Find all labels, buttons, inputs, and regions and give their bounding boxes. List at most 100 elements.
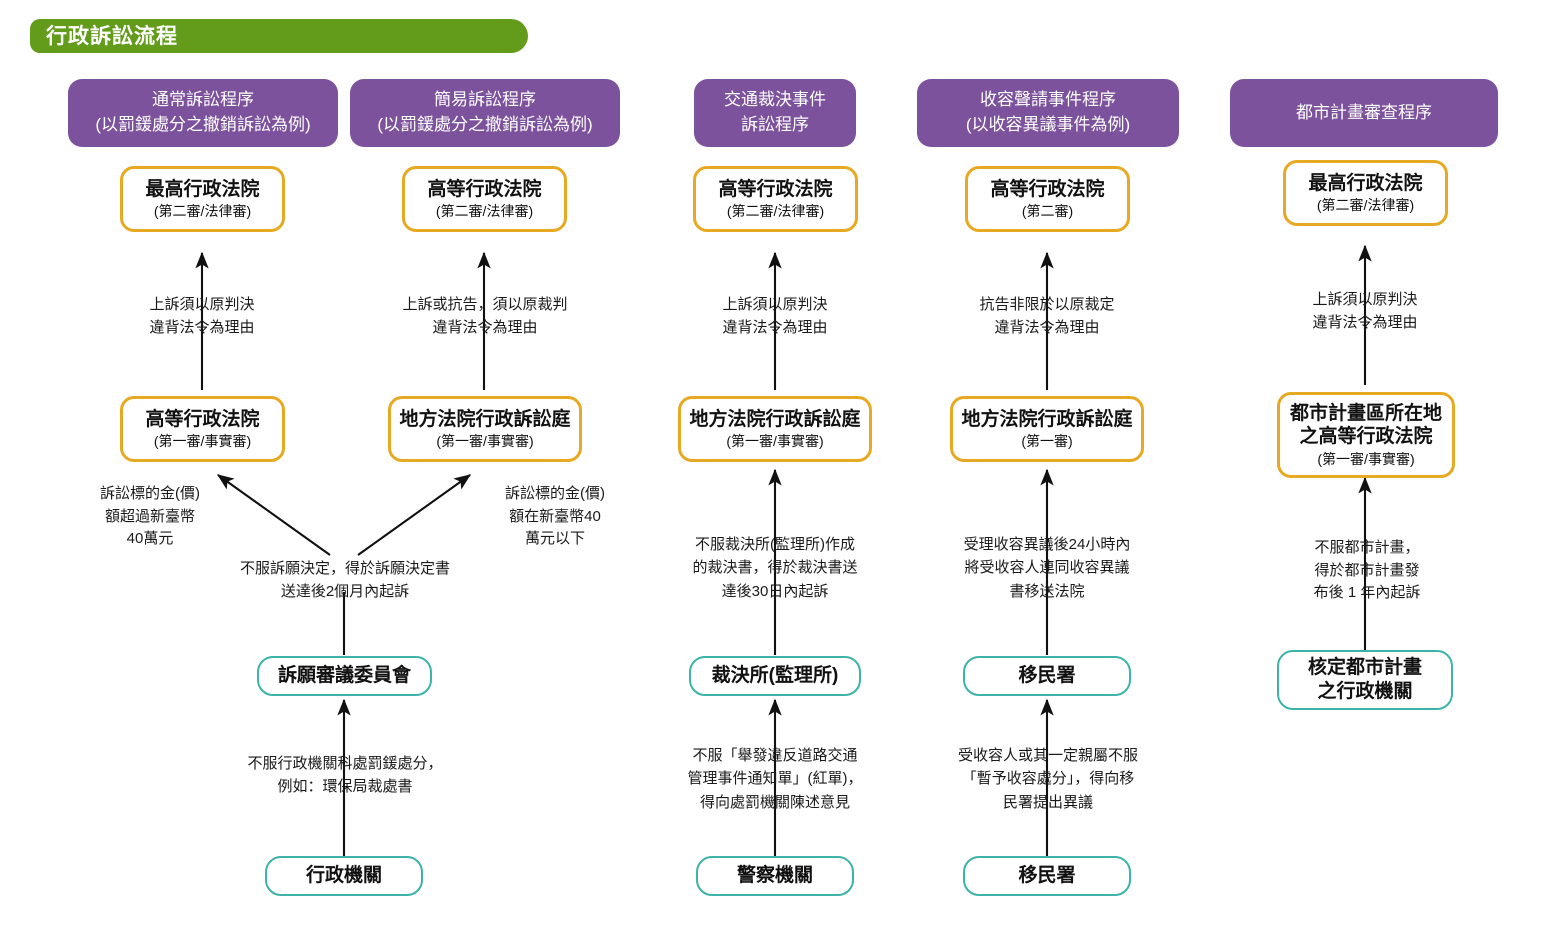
node-simplified-district-court: 地方法院行政訴訟庭 (第一審/事實審) <box>388 396 582 462</box>
edge-label-line-1: 不服「舉發違反道路交通 <box>692 747 858 764</box>
node-title: 高等行政法院 <box>145 408 260 430</box>
node-subtitle: (第一審/事實審) <box>1317 450 1415 467</box>
node-title: 行政機關 <box>305 865 382 887</box>
edge-label-line-2: 額在新臺幣40 <box>509 507 601 525</box>
column-header-line-1: 都市計畫審查程序 <box>1296 102 1432 122</box>
node-title: 高等行政法院 <box>990 178 1105 200</box>
edge-label-traffic-filing-deadline: 不服裁決所(監理所)作成 的裁決書，得於裁決書送 達後30日內起訴 <box>672 533 878 603</box>
node-urbanplan-approving-agency: 核定都市計畫 之行政機關 <box>1277 650 1453 710</box>
node-traffic-police-agency: 警察機關 <box>696 856 854 896</box>
column-header-line-2: 訴訟程序 <box>741 115 809 134</box>
edge-label-line-2: 違背法令為理由 <box>149 319 255 337</box>
edge-label-traffic-origin-reason: 不服「舉發違反道路交通 管理事件通知單」(紅單)， 得向處罰機關陳述意見 <box>668 744 882 814</box>
edge-label-line-2: 送達後2個月內起訴 <box>280 583 410 601</box>
column-header-line-2: (以收容異議事件為例) <box>965 115 1131 134</box>
edge-label-detention-appeal-reason: 抗告非限於以原裁定 違背法令為理由 <box>967 293 1127 340</box>
node-subtitle: (第二審) <box>1021 202 1074 219</box>
node-detention-high-court: 高等行政法院 (第二審) <box>965 166 1130 232</box>
node-subtitle: (第二審/法律審) <box>435 202 534 219</box>
edge-label-line-1: 上訴須以原判決 <box>1312 291 1418 308</box>
edge-label-line-1: 不服訴願決定，得於訴願決定書 <box>239 560 450 577</box>
page-title-banner: 行政訴訟流程 <box>30 19 528 53</box>
edge-label-simplified-appeal-reason: 上訴或抗告，須以原裁判 違背法令為理由 <box>390 293 580 340</box>
edge-label-line-2: 違背法令為理由 <box>432 319 538 337</box>
node-detention-origin-immigration-agency: 移民署 <box>963 856 1131 896</box>
column-header-simplified: 簡易訴訟程序 (以罰鍰處分之撤銷訴訟為例) <box>350 79 620 147</box>
node-title: 警察機關 <box>736 865 813 887</box>
edge-label-urbanplan-filing-deadline: 不服都市計畫， 得於都市計畫發 布後 1 年內起訴 <box>1297 537 1437 605</box>
edge-label-line-1: 上訴須以原判決 <box>149 296 255 313</box>
column-header-detention: 收容聲請事件程序 (以收容異議事件為例) <box>917 79 1179 147</box>
edge-label-line-1: 抗告非限於以原裁定 <box>979 296 1115 313</box>
edge-label-line-2: 將受收容人連同收容異議 <box>964 559 1130 577</box>
edge-label-line-1: 不服行政機關科處罰鍰處分， <box>247 755 443 772</box>
column-header-line-2: (以罰鍰處分之撤銷訴訟為例) <box>95 115 311 134</box>
node-ordinary-administrative-agency: 行政機關 <box>265 856 423 896</box>
edge-label-line-2: 違背法令為理由 <box>1312 314 1418 332</box>
node-ordinary-petition-committee: 訴願審議委員會 <box>257 656 432 696</box>
edge-label-line-2: 違背法令為理由 <box>722 319 828 337</box>
node-title: 最高行政法院 <box>145 178 260 200</box>
node-subtitle: (第一審/事實審) <box>726 432 824 449</box>
edge-label-simplified-threshold: 訴訟標的金(價) 額在新臺幣40 萬元以下 <box>490 483 620 551</box>
node-subtitle: (第一審/事實審) <box>153 432 252 449</box>
edge-label-line-1: 上訴須以原判決 <box>722 296 828 313</box>
node-traffic-adjudication-office: 裁決所(監理所) <box>689 656 861 696</box>
column-header-line-1: 收容聲請事件程序 <box>980 90 1116 110</box>
edge-label-ordinary-origin-reason: 不服行政機關科處罰鍰處分， 例如：環保局裁處書 <box>234 752 456 799</box>
column-header-line-1: 交通裁決事件 <box>724 90 826 110</box>
edge-label-line-2: 得於都市計畫發 <box>1314 561 1420 579</box>
node-title: 訴願審議委員會 <box>277 665 411 687</box>
edge-label-line-3: 40萬元 <box>126 530 174 547</box>
node-title: 移民署 <box>1018 865 1076 887</box>
node-urbanplan-supreme-court: 最高行政法院 (第二審/法律審) <box>1283 160 1448 226</box>
edge-label-line-3: 民署提出異議 <box>1002 793 1093 811</box>
edge-label-ordinary-petition-deadline: 不服訴願決定，得於訴願決定書 送達後2個月內起訴 <box>225 557 465 604</box>
edge-label-urbanplan-appeal-reason: 上訴須以原判決 違背法令為理由 <box>1295 288 1435 335</box>
edge-label-line-1: 不服都市計畫， <box>1314 539 1420 556</box>
column-header-urban-plan: 都市計畫審查程序 <box>1230 79 1498 147</box>
node-subtitle: (第二審/法律審) <box>153 202 252 219</box>
edge-label-line-1: 不服裁決所(監理所)作成 <box>695 536 855 553</box>
node-title: 地方法院行政訴訟庭 <box>961 408 1133 430</box>
edge-label-line-3: 萬元以下 <box>524 530 585 547</box>
node-title: 最高行政法院 <box>1308 172 1423 194</box>
node-title: 地方法院行政訴訟庭 <box>689 408 861 430</box>
edge-label-line-3: 達後30日內起訴 <box>721 582 829 600</box>
node-subtitle: (第一審) <box>1021 432 1073 449</box>
edge-label-line-3: 得向處罰機關陳述意見 <box>699 793 850 811</box>
edge-label-detention-filing-deadline: 受理收容異議後24小時內 將受收容人連同收容異議 書移送法院 <box>943 533 1151 603</box>
node-title: 高等行政法院 <box>718 178 833 200</box>
edge-label-ordinary-appeal-reason: 上訴須以原判決 違背法令為理由 <box>132 293 272 340</box>
node-subtitle: (第二審/法律審) <box>726 202 825 219</box>
node-detention-immigration-agency: 移民署 <box>963 656 1131 696</box>
node-ordinary-high-court: 高等行政法院 (第一審/事實審) <box>120 396 285 462</box>
column-header-line-1: 簡易訴訟程序 <box>434 90 536 110</box>
edge-label-line-2: 例如：環保局裁處書 <box>277 778 413 796</box>
node-title-line-1: 都市計畫區所在地 <box>1289 403 1442 425</box>
edge-label-line-2: 違背法令為理由 <box>994 319 1100 337</box>
page-title: 行政訴訟流程 <box>46 24 178 48</box>
column-header-line-2: (以罰鍰處分之撤銷訴訟為例) <box>377 115 593 134</box>
column-header-ordinary: 通常訴訟程序 (以罰鍰處分之撤銷訴訟為例) <box>68 79 338 147</box>
node-title-line-2: 之高等行政法院 <box>1299 426 1433 448</box>
column-header-traffic: 交通裁決事件 訴訟程序 <box>694 79 856 147</box>
node-title: 高等行政法院 <box>427 178 542 200</box>
node-ordinary-supreme-court: 最高行政法院 (第二審/法律審) <box>120 166 285 232</box>
node-title: 裁決所(監理所) <box>711 665 839 687</box>
edge-label-line-3: 布後 1 年內起訴 <box>1313 584 1421 601</box>
edge-label-line-3: 書移送法院 <box>1009 582 1085 600</box>
edge-label-line-1: 受理收容異議後24小時內 <box>963 536 1131 553</box>
node-traffic-district-court: 地方法院行政訴訟庭 (第一審/事實審) <box>678 396 872 462</box>
edge-label-line-1: 訴訟標的金(價) <box>100 485 200 502</box>
edge-label-line-2: 額超過新臺幣 <box>104 507 195 525</box>
edge-label-line-1: 上訴或抗告，須以原裁判 <box>402 296 568 313</box>
edge-label-line-2: 管理事件通知單」(紅單)， <box>687 770 863 788</box>
node-urbanplan-high-court: 都市計畫區所在地 之高等行政法院 (第一審/事實審) <box>1277 392 1455 478</box>
edge-label-line-2: 「暫予收容處分」，得向移 <box>961 770 1135 788</box>
node-title: 地方法院行政訴訟庭 <box>399 408 571 430</box>
node-title-line-2: 之行政機關 <box>1317 681 1413 702</box>
edge-label-detention-origin-reason: 受收容人或其一定親屬不服 「暫予收容處分」，得向移 民署提出異議 <box>942 744 1154 814</box>
edge-label-line-1: 受收容人或其一定親屬不服 <box>957 747 1138 764</box>
